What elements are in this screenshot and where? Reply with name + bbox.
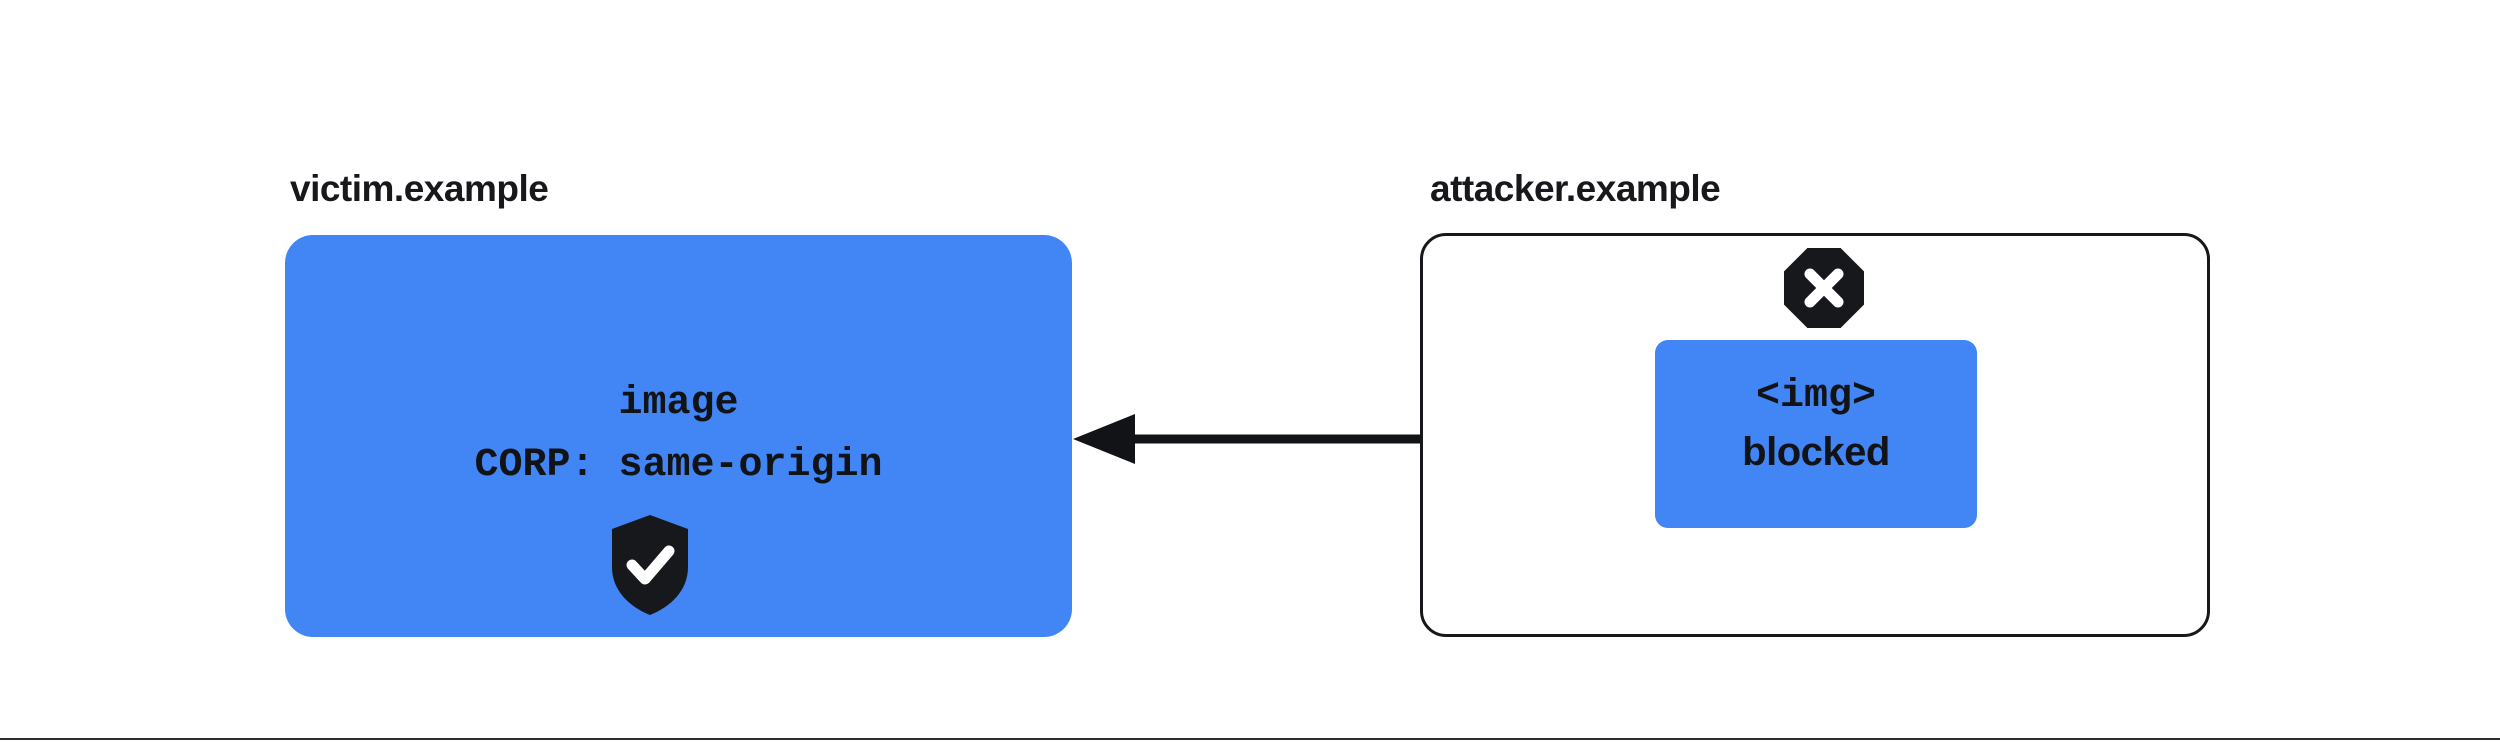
victim-resource-box: image CORP: same-origin: [285, 235, 1072, 637]
victim-resource-line-2: CORP: same-origin: [474, 443, 883, 488]
victim-resource-line-1: image: [618, 381, 739, 426]
attacker-img-embed-box: <img> blocked: [1655, 340, 1977, 528]
octagon-x-icon: [1784, 248, 1864, 328]
shield-check-icon: [612, 515, 688, 615]
victim-resource-text: image CORP: same-origin: [285, 373, 1072, 497]
img-blocked-text: blocked: [1742, 430, 1890, 474]
img-tag-text: <img>: [1755, 374, 1877, 419]
bottom-divider: [0, 738, 2500, 740]
attacker-origin-label: attacker.example: [1430, 168, 1721, 209]
victim-origin-label: victim.example: [290, 168, 549, 209]
